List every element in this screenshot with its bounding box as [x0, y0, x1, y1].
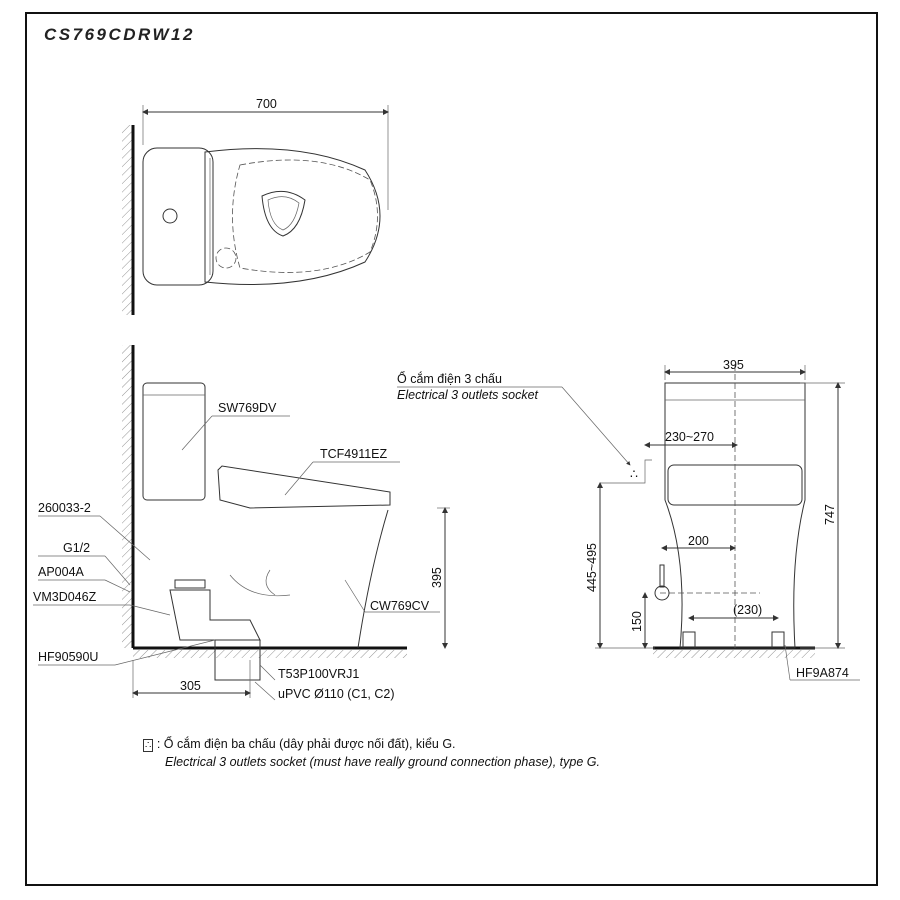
- label-cw769cv: CW769CV: [370, 599, 430, 613]
- label-sw769dv: SW769DV: [218, 401, 277, 415]
- drawing-frame: [25, 12, 878, 886]
- label-vm3d046z: VM3D046Z: [33, 590, 97, 604]
- socket-symbol-icon: ∴: [630, 467, 638, 481]
- dim-150: 150: [630, 611, 644, 632]
- note-vi: ∴ : Ổ cắm điện ba chấu (dây phải được nố…: [143, 737, 456, 752]
- dim-395-side: 395: [430, 567, 444, 588]
- dim-230-270: 230~270: [665, 430, 714, 444]
- dim-445-495: 445~495: [585, 543, 599, 592]
- label-g12: G1/2: [63, 541, 90, 555]
- model-title: CS769CDRW12: [44, 25, 195, 44]
- dim-200: 200: [688, 534, 709, 548]
- top-view: 700: [122, 97, 389, 315]
- dim-747: 747: [823, 504, 837, 525]
- dim-230: (230): [733, 603, 762, 617]
- label-ap004a: AP004A: [38, 565, 85, 579]
- dim-395-front: 395: [723, 358, 744, 372]
- label-260033-2: 260033-2: [38, 501, 91, 515]
- socket-label-en: Electrical 3 outlets socket: [397, 388, 539, 402]
- socket-symbol-icon: ∴: [143, 739, 154, 752]
- front-view: 395 747 445~495 230~270 200 150 (230) HF…: [397, 358, 860, 681]
- dim-700: 700: [256, 97, 277, 111]
- note-en: Electrical 3 outlets socket (must have r…: [165, 755, 600, 769]
- label-hf9a874: HF9A874: [796, 666, 849, 680]
- socket-label-vi: Ổ cắm điện 3 chấu: [397, 371, 502, 386]
- label-upvc: uPVC Ø110 (C1, C2): [278, 687, 394, 701]
- label-hf90590u: HF90590U: [38, 650, 98, 664]
- label-tcf4911ez: TCF4911EZ: [320, 447, 388, 461]
- note-vi-text: : Ổ cắm điện ba chấu (dây phải được nối …: [156, 737, 456, 751]
- dim-305: 305: [180, 679, 201, 693]
- side-view: 395 305 SW769DV TCF4911EZ 260033-2 G1/2 …: [33, 345, 450, 701]
- label-t53p100vrj1: T53P100VRJ1: [278, 667, 359, 681]
